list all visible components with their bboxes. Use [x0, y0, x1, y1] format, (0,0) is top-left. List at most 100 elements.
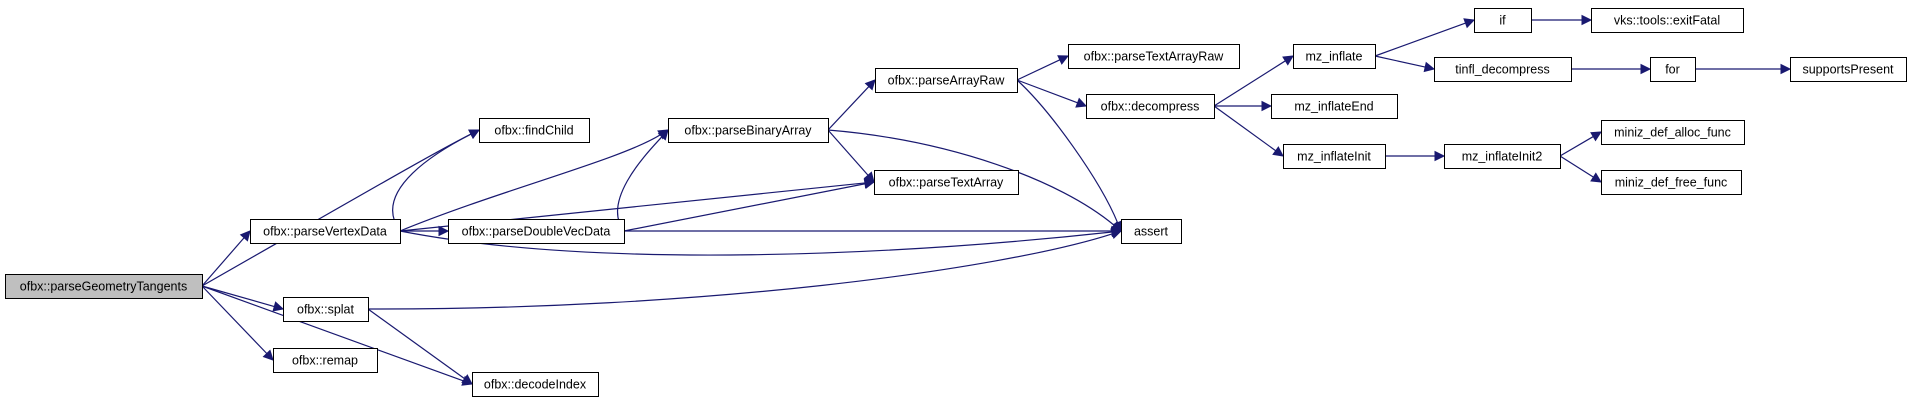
node-label: ofbx::parseVertexData: [263, 225, 387, 239]
node-parseDoubleVecData[interactable]: ofbx::parseDoubleVecData: [448, 219, 625, 244]
edge-parseVertexData-to-assert: [399, 230, 1113, 256]
node-box[interactable]: [1434, 57, 1572, 82]
node-parseVertexData[interactable]: ofbx::parseVertexData: [250, 219, 401, 244]
node-label: ofbx::splat: [297, 303, 355, 317]
node-box[interactable]: [1283, 144, 1386, 169]
edge-splat-to-decodeIndex: [367, 308, 466, 380]
edge-parseBinaryArray-to-assert: [827, 129, 1115, 226]
node-box[interactable]: [5, 274, 203, 299]
node-remap[interactable]: ofbx::remap: [273, 348, 378, 373]
arrowhead: [272, 301, 285, 312]
node-label: ofbx::parseGeometryTangents: [20, 280, 187, 294]
edge-parseArrayRaw-to-parseTextArrayRaw: [1016, 59, 1061, 81]
arrowhead: [1261, 100, 1273, 112]
edge-mz_inflate-to-tinfl_decompress: [1374, 55, 1426, 68]
arrowhead: [262, 349, 274, 361]
node-label: ofbx::decompress: [1101, 100, 1200, 114]
node-alloc[interactable]: miniz_def_alloc_func: [1601, 120, 1745, 145]
node-parseTextArrayRaw[interactable]: ofbx::parseTextArrayRaw: [1068, 44, 1240, 69]
node-for[interactable]: for: [1650, 57, 1696, 82]
node-splat[interactable]: ofbx::splat: [283, 297, 369, 322]
node-box[interactable]: [1086, 94, 1215, 119]
arrowhead: [1590, 172, 1602, 183]
node-box[interactable]: [1271, 94, 1398, 119]
edge-parseDoubleVecData-to-parseTextArray: [623, 183, 866, 232]
node-mz_inflateInit[interactable]: mz_inflateInit: [1283, 144, 1386, 169]
node-mz_inflateEnd[interactable]: mz_inflateEnd: [1271, 94, 1398, 119]
edge-decompress-to-mz_inflateInit: [1213, 105, 1277, 152]
node-box[interactable]: [1474, 8, 1532, 33]
node-box[interactable]: [1293, 44, 1376, 69]
node-box[interactable]: [1601, 120, 1745, 145]
edge-mz_inflateInit2-to-alloc: [1559, 136, 1594, 157]
arrowhead: [864, 79, 876, 91]
node-label: miniz_def_free_func: [1615, 176, 1728, 190]
node-box[interactable]: [448, 219, 625, 244]
edge-decompress-to-mz_inflate: [1213, 60, 1286, 107]
node-parseArrayRaw[interactable]: ofbx::parseArrayRaw: [875, 68, 1018, 93]
node-box[interactable]: [250, 219, 401, 244]
node-mz_inflate[interactable]: mz_inflate: [1293, 44, 1376, 69]
node-box[interactable]: [1121, 219, 1182, 244]
node-label: ofbx::findChild: [494, 124, 573, 138]
node-box[interactable]: [273, 348, 378, 373]
node-label: ofbx::remap: [292, 354, 358, 368]
edge-parseDoubleVecData-to-parseBinaryArray: [617, 136, 663, 232]
arrowhead: [1581, 14, 1593, 26]
node-tinfl_decompress[interactable]: tinfl_decompress: [1434, 57, 1572, 82]
node-box[interactable]: [283, 297, 369, 322]
node-box[interactable]: [1650, 57, 1696, 82]
node-label: vks::tools::exitFatal: [1614, 14, 1720, 28]
node-label: ofbx::parseDoubleVecData: [462, 225, 611, 239]
node-supportsPresent[interactable]: supportsPresent: [1790, 57, 1907, 82]
node-if[interactable]: if: [1474, 8, 1532, 33]
edge-parseBinaryArray-to-parseTextArray: [827, 129, 869, 176]
node-decodeIndex[interactable]: ofbx::decodeIndex: [472, 372, 599, 397]
node-label: mz_inflateInit: [1297, 150, 1371, 164]
edge-parseArrayRaw-to-decompress: [1016, 79, 1078, 104]
arrowhead: [468, 129, 480, 140]
node-box[interactable]: [668, 118, 829, 143]
node-box[interactable]: [1591, 8, 1744, 33]
node-label: ofbx::parseTextArrayRaw: [1084, 50, 1225, 64]
node-decompress[interactable]: ofbx::decompress: [1086, 94, 1215, 119]
node-parseTextArray[interactable]: ofbx::parseTextArray: [874, 170, 1019, 195]
node-box[interactable]: [1790, 57, 1907, 82]
node-box[interactable]: [1601, 170, 1742, 195]
node-box[interactable]: [874, 170, 1019, 195]
edge-mz_inflate-to-if: [1374, 22, 1466, 57]
node-label: mz_inflateInit2: [1462, 150, 1543, 164]
node-box[interactable]: [1444, 144, 1561, 169]
node-root[interactable]: ofbx::parseGeometryTangents: [5, 274, 203, 299]
edge-root-to-findChild: [201, 133, 472, 287]
edge-mz_inflateInit2-to-free: [1559, 155, 1594, 178]
arrowhead: [1434, 150, 1446, 162]
node-label: ofbx::parseArrayRaw: [888, 74, 1006, 88]
edge-root-to-splat: [201, 285, 275, 308]
node-label: assert: [1134, 225, 1169, 239]
arrowhead: [1463, 18, 1476, 29]
arrowhead: [1590, 131, 1602, 142]
node-label: for: [1665, 63, 1680, 77]
node-mz_inflateInit2[interactable]: mz_inflateInit2: [1444, 144, 1561, 169]
node-label: supportsPresent: [1802, 63, 1894, 77]
node-assert[interactable]: assert: [1121, 219, 1182, 244]
edge-root-to-remap: [201, 285, 268, 354]
node-parseBinaryArray[interactable]: ofbx::parseBinaryArray: [668, 118, 829, 143]
arrowhead: [863, 171, 875, 183]
node-box[interactable]: [472, 372, 599, 397]
node-exitFatal[interactable]: vks::tools::exitFatal: [1591, 8, 1744, 33]
node-box[interactable]: [1068, 44, 1240, 69]
arrowhead: [1780, 63, 1792, 75]
node-free[interactable]: miniz_def_free_func: [1601, 170, 1742, 195]
node-label: mz_inflateEnd: [1294, 100, 1373, 114]
arrowhead: [438, 225, 450, 237]
arrowhead: [461, 374, 473, 385]
node-label: if: [1499, 14, 1506, 28]
node-box[interactable]: [875, 68, 1018, 93]
node-box[interactable]: [479, 118, 590, 143]
arrowhead: [1272, 146, 1284, 157]
edge-splat-to-assert: [367, 233, 1113, 310]
node-findChild[interactable]: ofbx::findChild: [479, 118, 590, 143]
